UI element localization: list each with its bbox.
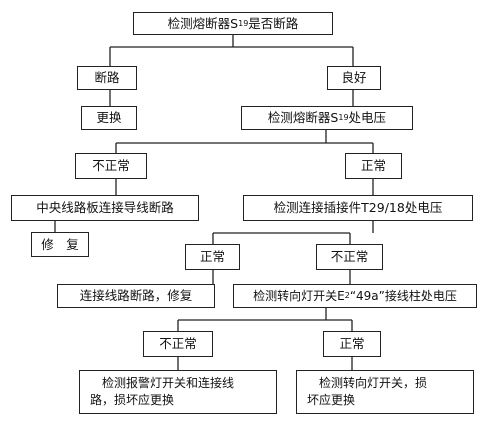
node-check-turn-signal-switch: 检测转向灯开关，损 坏应更换 <box>296 370 474 414</box>
node-text: 不正常 <box>92 158 130 174</box>
node-connection-line-open-repair: 连接线路断路，修复 <box>57 284 215 308</box>
connector-n5-split <box>115 130 374 153</box>
node-text: “49a”接线柱处电压 <box>349 288 457 303</box>
node-abnormal-1: 不正常 <box>75 153 147 179</box>
node-check-connector-t29-18: 检测连接插接件T29/18处电压 <box>243 195 473 221</box>
node-text-line2: 坏应更换 <box>307 393 356 407</box>
node-text: 不正常 <box>330 249 369 265</box>
node-text: 不正常 <box>159 336 197 352</box>
node-text: 连接线路断路，修复 <box>79 288 193 304</box>
node-text-line1: 检测报警灯开关和连接线 <box>102 375 235 390</box>
node-check-warning-switch-and-wiring: 检测报警灯开关和连接线 路，损坏应更换 <box>79 370 277 414</box>
node-text: 检测熔断器S <box>167 15 239 31</box>
node-text: 更换 <box>96 110 122 126</box>
node-text: 修 复 <box>41 236 79 252</box>
node-text: 正常 <box>360 158 386 174</box>
node-good: 良好 <box>327 66 381 90</box>
connector-n9-split <box>212 221 374 244</box>
node-text-line2: 路，损坏应更换 <box>90 393 175 407</box>
node-replace: 更换 <box>81 106 137 130</box>
connector-n1-split <box>109 35 354 66</box>
node-text: 正常 <box>199 249 225 265</box>
node-abnormal-2: 不正常 <box>316 244 383 270</box>
node-text: 处电压 <box>348 110 387 126</box>
node-text: 断路 <box>94 70 120 86</box>
node-text: 是否断路 <box>248 15 299 31</box>
node-subscript: 19 <box>238 18 249 28</box>
node-normal-1: 正常 <box>345 153 402 179</box>
node-text: 检测连接插接件T29/18处电压 <box>273 200 443 216</box>
node-subscript: 19 <box>338 113 349 122</box>
node-text: 检测转向灯开关E <box>253 288 345 303</box>
node-repair-1: 修 复 <box>31 232 89 257</box>
connector-n14-split <box>177 308 353 331</box>
node-text: 检测熔断器S <box>267 110 339 126</box>
node-text: 中央线路板连接导线断路 <box>36 200 174 216</box>
node-subscript: 2 <box>344 291 350 300</box>
node-text-line1: 检测转向灯开关，损 <box>319 375 428 390</box>
node-normal-3: 正常 <box>323 331 381 357</box>
node-open-circuit: 断路 <box>77 66 137 90</box>
node-text: 正常 <box>339 336 365 352</box>
node-text: 良好 <box>341 70 367 86</box>
node-central-board-wire-open: 中央线路板连接导线断路 <box>11 195 199 221</box>
node-normal-2: 正常 <box>185 244 240 270</box>
node-abnormal-3: 不正常 <box>143 331 213 357</box>
